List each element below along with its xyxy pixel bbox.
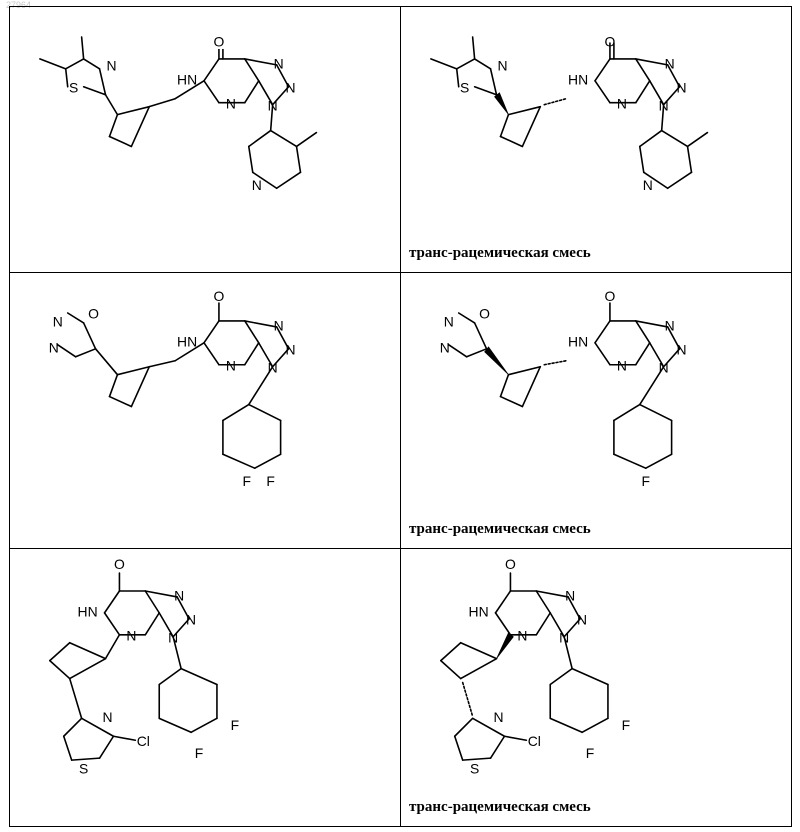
svg-text:F: F [243,473,252,489]
svg-text:N: N [274,318,284,334]
svg-text:N: N [677,79,687,95]
svg-text:N: N [577,612,587,628]
svg-text:Cl: Cl [137,733,150,749]
svg-text:N: N [493,709,503,725]
structure-3: O HN N N N N O N N F F [10,273,400,548]
svg-text:HN: HN [469,604,489,620]
svg-text:O: O [88,306,99,322]
svg-text:N: N [643,177,653,193]
svg-text:N: N [102,709,112,725]
svg-text:F: F [622,717,631,733]
svg-text:N: N [617,95,627,111]
structure-5: O HN N N N N N S Cl F F [10,549,400,826]
svg-text:N: N [268,359,278,375]
svg-text:N: N [106,58,116,74]
svg-text:N: N [168,629,178,645]
svg-text:N: N [559,629,569,645]
svg-text:HN: HN [568,334,588,350]
caption-6: транс-рацемическая смесь [409,799,591,816]
svg-text:N: N [49,339,59,355]
svg-text:O: O [605,288,616,304]
svg-text:N: N [174,588,184,604]
svg-text:S: S [470,761,479,777]
cell-5: O HN N N N N N S Cl F F [10,549,401,827]
svg-text:N: N [444,314,454,330]
svg-text:HN: HN [78,604,98,620]
svg-text:F: F [586,745,595,761]
svg-text:O: O [479,306,490,322]
cell-4: O HN N N N N O N N F транс-рацемическая … [401,273,792,549]
cell-3: O HN N N N N O N N F F [10,273,401,549]
svg-text:HN: HN [568,71,588,87]
svg-text:O: O [605,34,616,50]
svg-text:O: O [114,556,125,572]
svg-text:N: N [186,612,196,628]
svg-text:N: N [659,97,669,113]
svg-text:F: F [231,717,240,733]
svg-text:N: N [252,177,262,193]
svg-text:N: N [286,341,296,357]
caption-4: транс-рацемическая смесь [409,521,591,538]
svg-text:N: N [497,58,507,74]
svg-text:N: N [565,588,575,604]
svg-text:N: N [677,341,687,357]
svg-text:N: N [53,314,63,330]
svg-text:N: N [440,339,450,355]
caption-2: транс-рацемическая смесь [409,245,591,262]
structure-6: O HN N N N N N S Cl F F [401,549,791,826]
svg-text:N: N [226,357,236,373]
svg-text:N: N [126,627,136,643]
svg-text:F: F [266,473,275,489]
svg-text:N: N [226,95,236,111]
svg-text:Cl: Cl [528,733,541,749]
cell-2: O HN N N N N N N S транс-рацемическая см… [401,7,792,273]
svg-text:N: N [286,79,296,95]
cell-1: O HN N N N N N N S [10,7,401,273]
svg-text:S: S [460,79,469,95]
svg-text:N: N [659,359,669,375]
svg-text:N: N [617,357,627,373]
structure-table: O HN N N N N N N S [9,6,792,827]
cell-6: O HN N N N N N S Cl F F транс-рацемическ… [401,549,792,827]
svg-text:O: O [214,288,225,304]
svg-text:N: N [274,56,284,72]
svg-text:N: N [665,318,675,334]
svg-text:S: S [79,761,88,777]
svg-text:F: F [641,473,650,489]
svg-text:N: N [268,97,278,113]
svg-text:HN: HN [177,334,197,350]
svg-text:O: O [505,556,516,572]
svg-text:F: F [195,745,204,761]
atom-O: O [214,34,225,50]
structure-1: O HN N N N N N N S [10,7,400,272]
structure-4: O HN N N N N O N N F [401,273,791,548]
svg-text:N: N [517,627,527,643]
svg-text:HN: HN [177,71,197,87]
structure-2: O HN N N N N N N S [401,7,791,272]
svg-text:S: S [69,79,78,95]
svg-text:N: N [665,56,675,72]
